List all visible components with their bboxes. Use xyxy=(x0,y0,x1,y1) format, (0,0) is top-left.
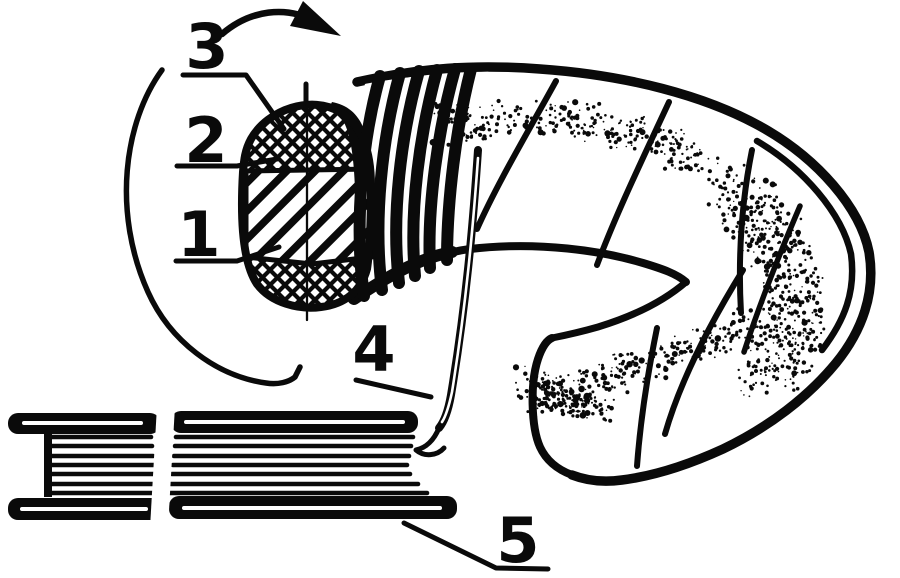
callout-1-leader xyxy=(173,244,282,264)
shuttle-wound-wire-right xyxy=(167,434,430,496)
callout-4-leader xyxy=(353,377,434,400)
wire-shuttle xyxy=(8,406,457,528)
callout-5-label: 5 xyxy=(496,504,539,577)
callout-3-leader xyxy=(180,72,287,132)
core-cross-section xyxy=(237,81,375,322)
winding-turns xyxy=(353,63,477,302)
callout-4-label: 4 xyxy=(352,313,395,386)
toroid-end-cap xyxy=(528,334,576,479)
callout-1-label: 1 xyxy=(177,198,220,271)
toroid-outer-edge xyxy=(352,62,876,486)
length-break-gap xyxy=(150,406,175,528)
lead-wire xyxy=(413,146,482,458)
callout-2-leader xyxy=(174,156,280,169)
toroid-body xyxy=(348,62,876,486)
callout-5-leader xyxy=(401,520,551,572)
toroid-inner-rim-far xyxy=(548,278,690,342)
wire-hook xyxy=(413,425,447,458)
callout-2-label: 2 xyxy=(184,104,227,177)
shuttle-wound-wire-left xyxy=(45,434,160,496)
toroid-front-rim-arc xyxy=(123,67,303,387)
toroid-segment-lines xyxy=(474,78,803,469)
callout-3-label: 3 xyxy=(185,10,228,83)
callouts: 3 2 1 4 5 xyxy=(173,10,551,577)
winding-direction-arrow-icon xyxy=(218,1,341,38)
center-axis-line xyxy=(303,81,309,322)
stipple-shading xyxy=(426,96,826,423)
